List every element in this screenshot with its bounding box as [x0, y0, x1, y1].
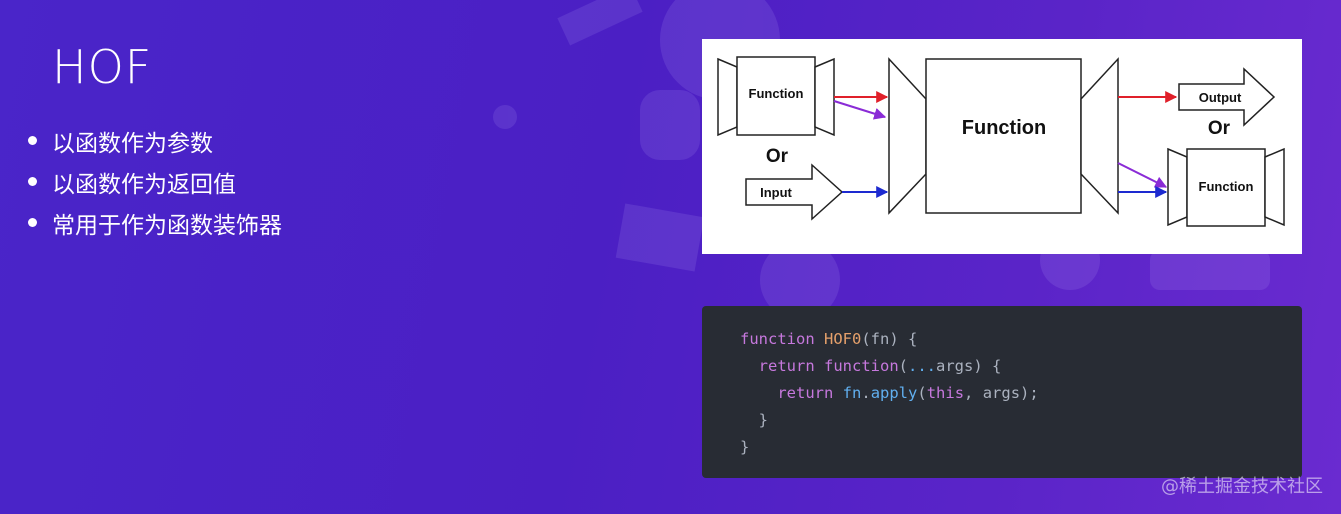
slide-title: HOF — [52, 40, 153, 94]
code-line: } — [740, 434, 1302, 461]
code-block: function HOF0(fn) { return function(...a… — [702, 306, 1302, 478]
code-text: } — [758, 411, 769, 429]
left-or-label: Or — [766, 146, 789, 167]
right-function-box — [1167, 147, 1285, 227]
code-keyword: function — [740, 330, 815, 348]
bullet-text: 以函数作为参数 — [52, 130, 213, 157]
code-keyword: return — [777, 384, 834, 402]
code-line: function HOF0(fn) { — [740, 326, 1302, 353]
code-text: } — [740, 438, 750, 456]
code-function-name: HOF0 — [824, 330, 862, 348]
hof-diagram: Function Or Input Function Output Or Fun… — [702, 39, 1302, 254]
code-line: } — [740, 407, 1302, 434]
code-text: , args); — [964, 384, 1039, 402]
code-keyword: function — [824, 357, 899, 375]
input-label: Input — [760, 185, 792, 200]
code-keyword: this — [926, 384, 965, 402]
output-label: Output — [1199, 90, 1242, 105]
code-text: ( — [898, 357, 909, 375]
code-line: return function(...args) { — [740, 353, 1302, 380]
purple-arrow-out — [1117, 162, 1168, 188]
bullet-item: 以函数作为参数 — [28, 120, 282, 161]
code-text: ( — [917, 384, 927, 402]
bullet-dot-icon — [28, 218, 37, 227]
code-keyword: return — [758, 357, 815, 375]
bullet-item: 以函数作为返回值 — [28, 161, 282, 202]
center-label: Function — [962, 117, 1046, 139]
bullet-dot-icon — [28, 136, 37, 145]
bullet-item: 常用于作为函数装饰器 — [28, 202, 282, 243]
code-text: args) { — [936, 357, 1002, 375]
bullet-text: 常用于作为函数装饰器 — [52, 212, 282, 239]
code-text: . — [861, 384, 871, 402]
code-line: return fn.apply(this, args); — [740, 380, 1302, 407]
right-box-label: Function — [1199, 179, 1254, 194]
watermark: @稀土掘金技术社区 — [1161, 476, 1323, 497]
input-arrow-icon — [745, 163, 844, 221]
center-function-box — [888, 57, 1119, 215]
code-method: apply — [870, 384, 918, 402]
purple-arrow-in — [833, 100, 887, 120]
code-spread: ... — [908, 357, 937, 375]
left-box-label: Function — [749, 86, 804, 101]
right-or-label: Or — [1208, 118, 1231, 139]
left-function-box — [717, 56, 835, 137]
output-arrow-icon — [1178, 67, 1276, 127]
bullet-dot-icon — [28, 177, 37, 186]
bullet-list: 以函数作为参数 以函数作为返回值 常用于作为函数装饰器 — [28, 120, 282, 243]
code-text: (fn) { — [861, 330, 918, 348]
bullet-text: 以函数作为返回值 — [52, 171, 236, 198]
code-identifier: fn — [842, 384, 862, 402]
